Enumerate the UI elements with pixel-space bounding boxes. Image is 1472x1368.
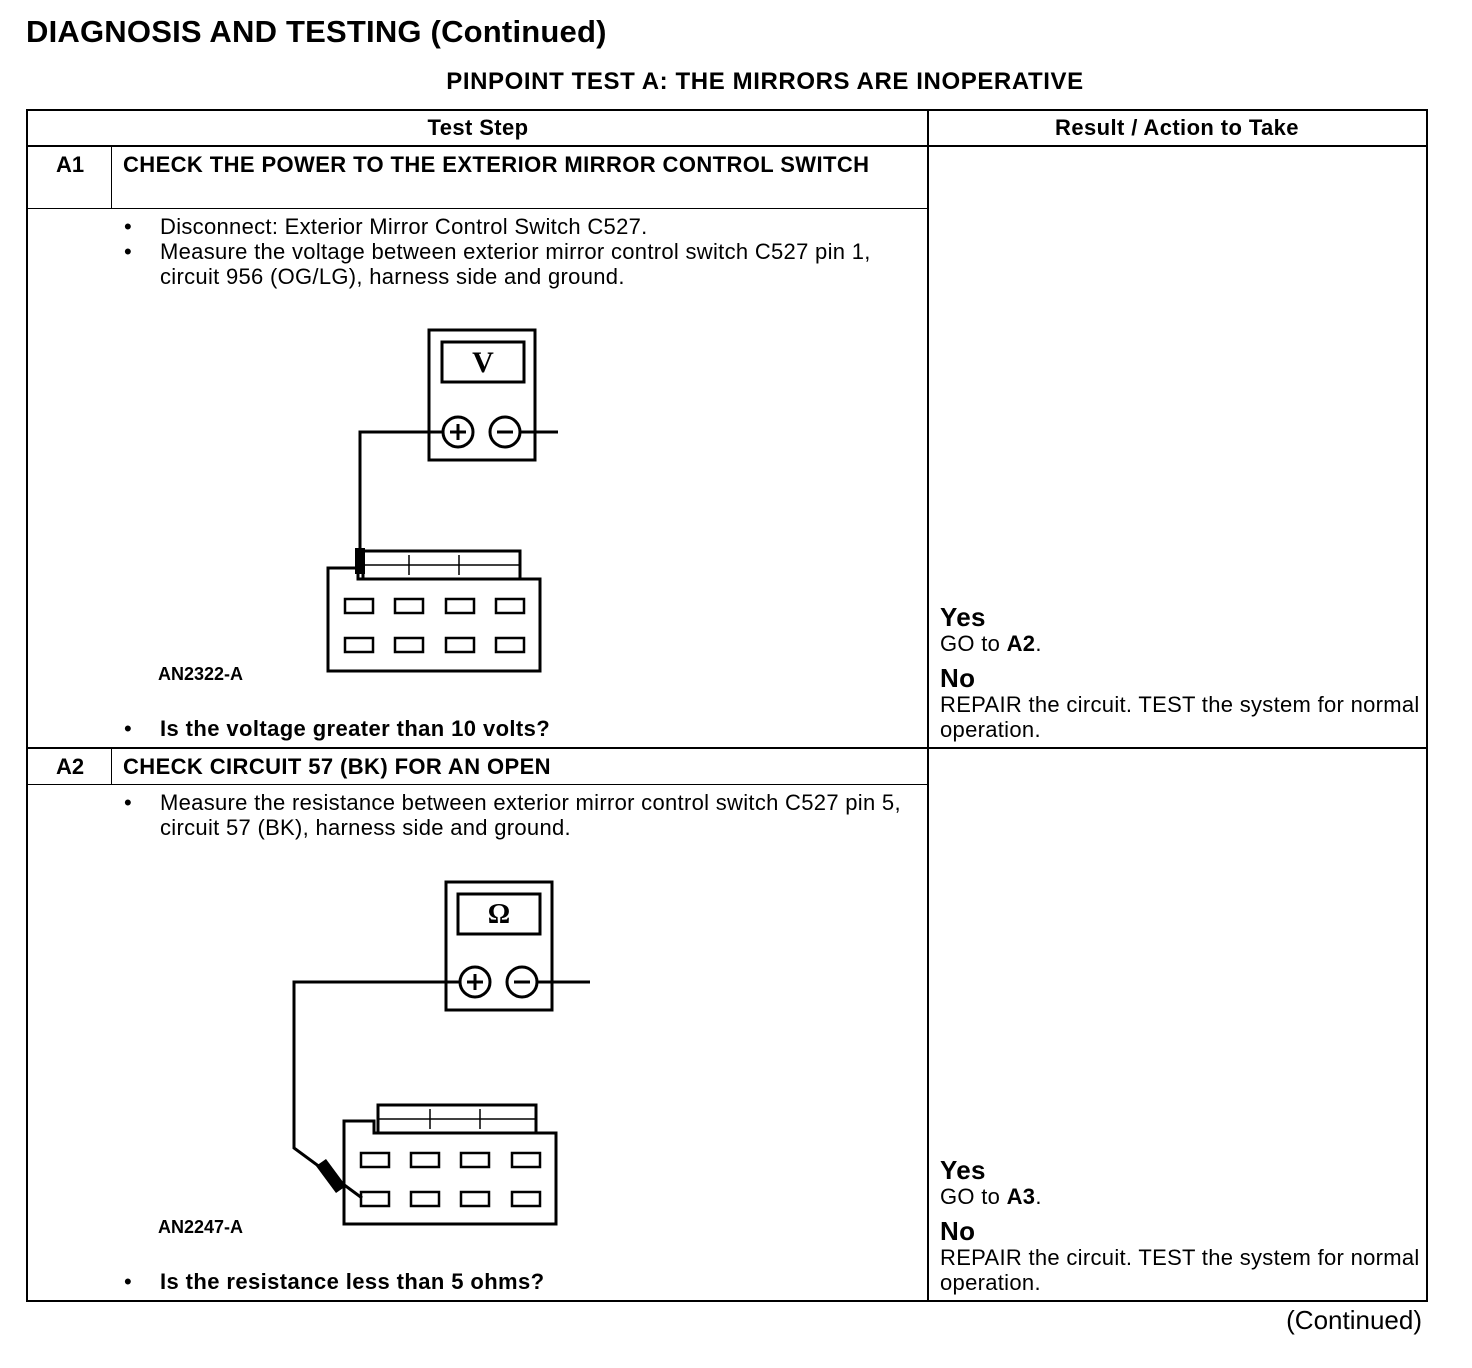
voltmeter-diagram: V	[326, 328, 558, 673]
column-divider	[927, 111, 929, 1300]
step-a1-title: CHECK THE POWER TO THE EXTERIOR MIRROR C…	[123, 152, 870, 177]
negative-test-lead	[537, 980, 590, 984]
figure-code-a2: AN2247-A	[158, 1217, 244, 1237]
meter-body	[444, 880, 554, 1012]
instruction-item: • Measure the voltage between exterior m…	[124, 239, 904, 289]
step-a2-title: CHECK CIRCUIT 57 (BK) FOR AN OPEN	[123, 754, 551, 779]
meter-body	[427, 328, 537, 462]
step-a1-title-divider	[28, 208, 927, 209]
connector-c527-icon	[326, 566, 542, 673]
page-title: DIAGNOSIS AND TESTING (Continued)	[26, 14, 607, 49]
step-a2-id-divider	[111, 748, 112, 785]
step-a2-title-divider	[28, 784, 927, 785]
positive-test-lead	[358, 430, 443, 564]
bullet-mark: •	[124, 214, 133, 239]
bullet-mark: •	[124, 716, 133, 741]
instruction-item: • Measure the resistance between exterio…	[124, 790, 904, 840]
yes-action-text: GO to	[940, 1184, 1007, 1209]
yes-action: GO to A2.	[940, 631, 1420, 656]
step-a1-id-divider	[111, 146, 112, 209]
step-a1-id: A1	[55, 152, 85, 177]
question-text: Is the resistance less than 5 ohms?	[160, 1269, 545, 1294]
yes-label: Yes	[940, 1155, 986, 1185]
bullet-mark: •	[124, 239, 133, 264]
pinpoint-test-table: Test Step Result / Action to Take A1 CHE…	[26, 109, 1428, 1302]
no-action: REPAIR the circuit. TEST the system for …	[940, 1245, 1420, 1295]
no-action: REPAIR the circuit. TEST the system for …	[940, 692, 1420, 742]
yes-action-end: .	[1035, 631, 1042, 656]
step-a1-question: • Is the voltage greater than 10 volts?	[124, 716, 904, 742]
question-text: Is the voltage greater than 10 volts?	[160, 716, 551, 741]
backprobe-pin	[355, 548, 365, 574]
step-a2-result: Yes GO to A3. No REPAIR the circuit. TES…	[940, 1156, 1420, 1295]
no-label: No	[940, 1216, 976, 1246]
meter-display	[456, 892, 542, 936]
instruction-text: Disconnect: Exterior Mirror Control Swit…	[160, 214, 648, 239]
goto-step-link[interactable]: A3	[1006, 1184, 1036, 1209]
col-header-test-step: Test Step	[427, 115, 529, 140]
continued-note: (Continued)	[1286, 1305, 1422, 1335]
goto-step-link[interactable]: A2	[1006, 631, 1036, 656]
bullet-mark: •	[124, 1269, 133, 1294]
yes-action: GO to A3.	[940, 1184, 1420, 1209]
step-a1-instructions: • Disconnect: Exterior Mirror Control Sw…	[124, 214, 904, 289]
yes-label: Yes	[940, 602, 986, 632]
ohmmeter-diagram: Ω	[292, 880, 590, 1226]
step-divider	[28, 747, 1426, 749]
meter-display	[440, 340, 526, 384]
negative-test-lead	[520, 430, 558, 434]
yes-action-end: .	[1035, 1184, 1042, 1209]
col-header-result: Result / Action to Take	[1055, 115, 1299, 140]
backprobe-pin	[316, 1159, 346, 1193]
figure-code-a1: AN2322-A	[158, 664, 244, 684]
step-a2-question: • Is the resistance less than 5 ohms?	[124, 1269, 904, 1295]
connector-c527-icon	[342, 1119, 558, 1226]
bullet-mark: •	[124, 790, 133, 815]
step-a2-instructions: • Measure the resistance between exterio…	[124, 790, 904, 840]
header-divider	[28, 145, 1426, 147]
step-a2-id: A2	[55, 754, 85, 779]
yes-action-text: GO to	[940, 631, 1007, 656]
pinpoint-test-title: PINPOINT TEST A: THE MIRRORS ARE INOPERA…	[446, 68, 1084, 95]
instruction-item: • Disconnect: Exterior Mirror Control Sw…	[124, 214, 904, 239]
instruction-text: Measure the voltage between exterior mir…	[160, 239, 871, 289]
meter-symbol: Ω	[488, 899, 510, 930]
step-a1-result: Yes GO to A2. No REPAIR the circuit. TES…	[940, 603, 1420, 742]
no-label: No	[940, 663, 976, 693]
meter-symbol: V	[472, 346, 494, 379]
instruction-text: Measure the resistance between exterior …	[160, 790, 901, 840]
